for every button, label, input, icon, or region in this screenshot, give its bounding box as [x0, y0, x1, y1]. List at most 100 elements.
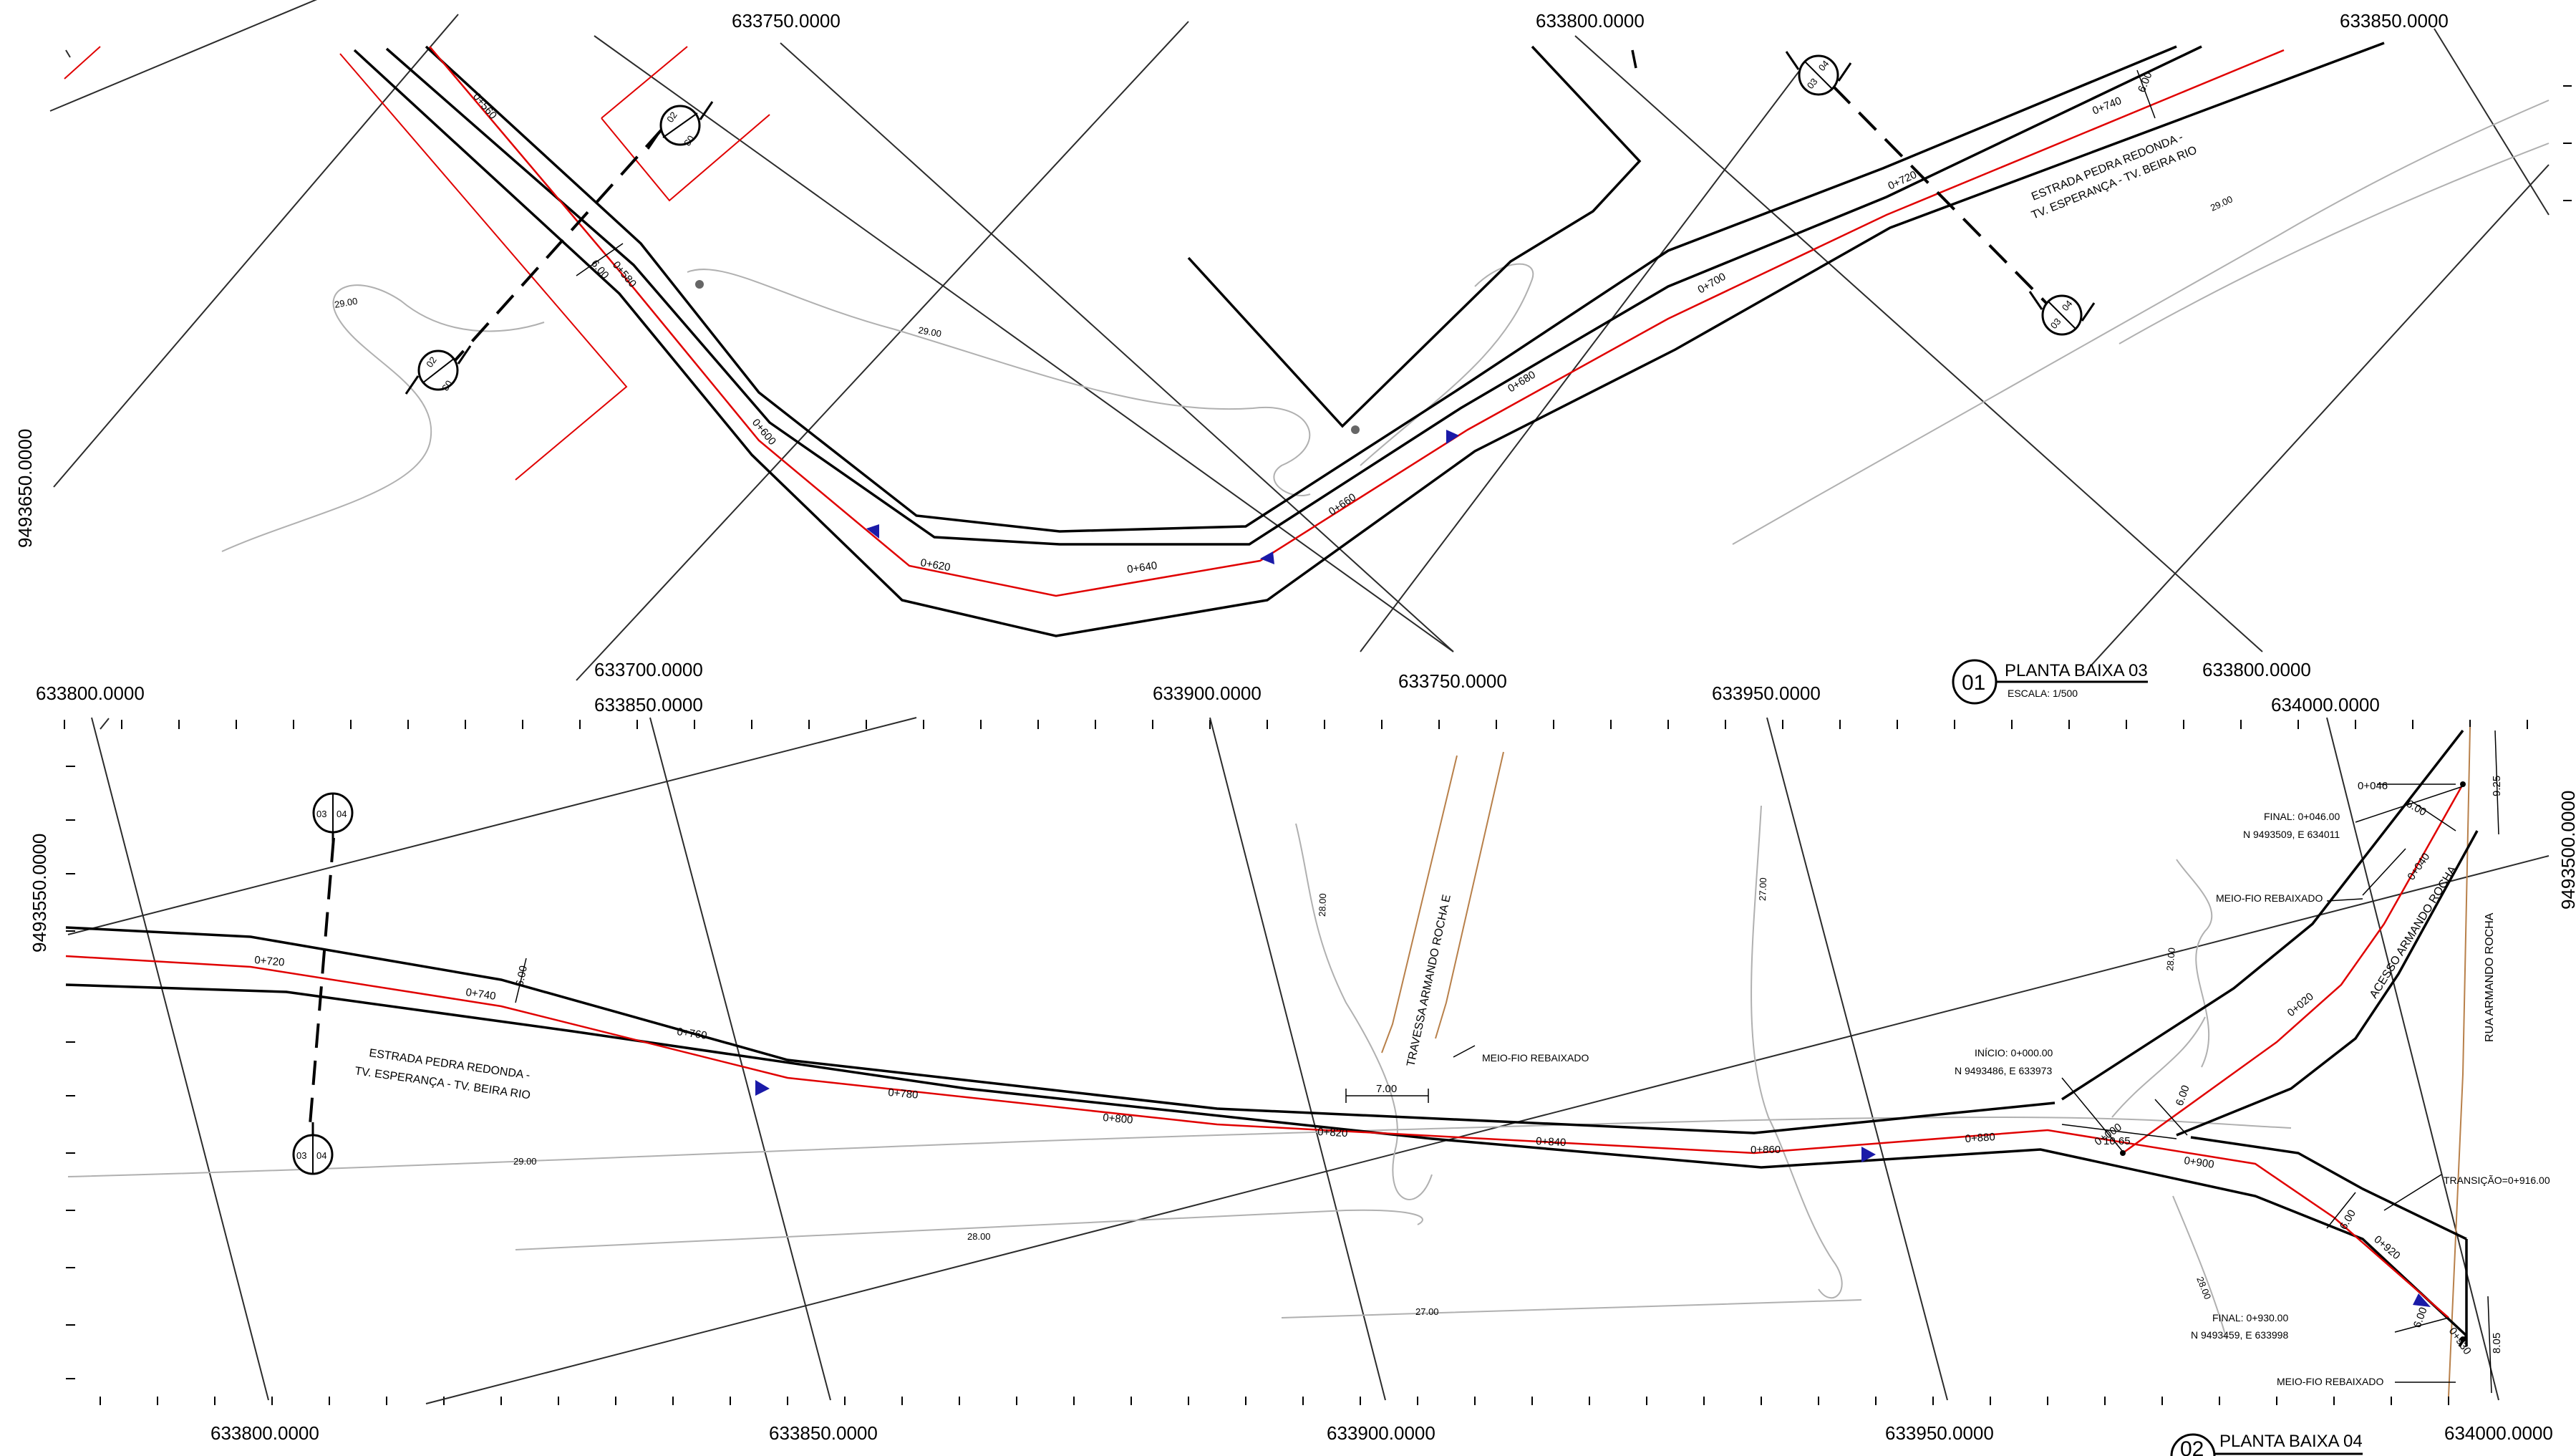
grid-coordinate: 633800.0000	[210, 1422, 319, 1444]
direction-arrow	[2413, 1293, 2431, 1307]
rua-name: RUA ARMANDO ROCHA	[2484, 912, 2496, 1042]
direction-arrow	[1861, 1147, 1876, 1162]
dimension-texts: 7.00 10.65 9.25 8.05 6.00 6.00 6.00 6.00…	[513, 776, 2503, 1354]
stations-02: 0+720 0+740 0+760 0+780 0+800 0+820 0+84…	[254, 780, 2474, 1357]
contour-label: 28.00	[2194, 1276, 2213, 1301]
station-label: 0+046	[2358, 780, 2388, 792]
station-label: 0+840	[1536, 1135, 1567, 1149]
road-edges-02	[65, 729, 2479, 1347]
dimension-value: 6.00	[2411, 1306, 2430, 1329]
grid-coordinate: 633950.0000	[1885, 1422, 1994, 1444]
section-number: 03	[316, 809, 326, 819]
dimension-value: 9.25	[2491, 776, 2503, 796]
contour-label: 28.00	[967, 1231, 991, 1242]
station-label: 0+800	[1103, 1112, 1133, 1127]
travessa-name: TRAVESSA ARMANDO ROCHA E	[1405, 894, 1453, 1068]
station-label: 0+900	[2183, 1154, 2214, 1171]
grid-coordinate: 633850.0000	[2340, 10, 2449, 32]
grid-coordinate: 633900.0000	[1153, 683, 1262, 704]
road-axis-02	[65, 784, 2464, 1318]
grid-coordinates-01: 633750.0000 633800.0000 633850.0000 9493…	[14, 10, 2449, 692]
grid-coordinate: 633700.0000	[594, 659, 703, 680]
contour-label: 29.00	[917, 324, 942, 339]
stations-01: 0+560 0+580 0+600 0+620 0+640 0+660 0+68…	[470, 69, 2156, 576]
transicao-note: TRANSIÇÃO=0+916.00	[2444, 1175, 2550, 1186]
direction-arrows-01	[866, 430, 1459, 564]
station-label: 0+920	[2371, 1233, 2402, 1262]
station-label: 0+760	[676, 1026, 707, 1042]
coordinate-grid-02	[67, 717, 2550, 1404]
contours-01: 29.00 29.00 29.00	[221, 100, 2550, 552]
grid-coordinate: 633750.0000	[732, 10, 841, 32]
direction-arrow	[1260, 551, 1274, 564]
lot-lines-01	[64, 46, 770, 481]
plan-title: PLANTA BAIXA 03	[2005, 661, 2148, 680]
section-line-02-03: 02 03 02 03	[405, 101, 714, 395]
station-label: 0+820	[1317, 1126, 1348, 1139]
grid-coordinate: 634000.0000	[2444, 1422, 2553, 1444]
plan-scale: ESCALA: 1/500	[2008, 688, 2078, 699]
building-outline	[1187, 45, 1642, 428]
station-label: 0+660	[1327, 491, 1358, 519]
section-number: 03	[440, 378, 455, 392]
final-note: FINAL: 0+930.00	[2212, 1312, 2288, 1324]
station-label: 0+740	[465, 986, 496, 1003]
station-label: 0+880	[1965, 1131, 1995, 1145]
contour-label: 28.00	[1317, 893, 1328, 917]
contour-label: 29.00	[513, 1156, 537, 1167]
plan-01: 29.00 29.00 29.00 0+560	[14, 0, 2550, 705]
section-line-03-04: 03 04 03 04	[1785, 51, 2096, 336]
road-axis-01	[429, 46, 2285, 597]
plan-02: 29.00 28.00 27.00 28.00 27.00 28.00 28.0…	[29, 683, 2576, 1456]
contour-label: 27.00	[1415, 1306, 1439, 1317]
tick-mark	[1631, 49, 1637, 69]
contour-label: 27.00	[1757, 877, 1768, 901]
grid-coordinate: 633800.0000	[2202, 659, 2311, 680]
travessa-lines	[1381, 726, 2471, 1397]
station-label: 0+640	[1126, 559, 1158, 576]
meio-fio-note: MEIO-FIO REBAIXADO	[1482, 1052, 1589, 1064]
coordinate-grid-01	[49, 0, 2550, 681]
meio-fio-note: MEIO-FIO REBAIXADO	[2216, 892, 2323, 904]
section-number: 04	[316, 1150, 326, 1161]
grid-coordinate: 633900.0000	[1327, 1422, 1435, 1444]
station-label: 0+020	[2285, 990, 2316, 1019]
dimension-value: 10.65	[2103, 1135, 2131, 1147]
frame-ticks	[64, 720, 2528, 1405]
final-note: FINAL: 0+046.00	[2264, 811, 2340, 822]
direction-arrow	[866, 524, 879, 539]
contours-02: 29.00 28.00 27.00 28.00 27.00 28.00 28.0…	[67, 805, 2292, 1340]
right-edge-marks	[2563, 85, 2572, 201]
control-point	[1351, 425, 1360, 434]
contour-label: 29.00	[2209, 193, 2234, 213]
inicio-note: INÍCIO: 0+000.00	[1975, 1047, 2053, 1059]
dimension-lines	[515, 730, 2499, 1394]
final-note: N 9493459, E 633998	[2191, 1329, 2288, 1341]
grid-coordinate: 9493500.0000	[2557, 791, 2576, 910]
station-label: 0+620	[919, 556, 951, 574]
plan-title: PLANTA BAIXA 04	[2219, 1432, 2363, 1451]
road-edges-01	[353, 42, 2385, 637]
grid-coordinate: 633950.0000	[1712, 683, 1821, 704]
grid-coordinate: 634000.0000	[2271, 694, 2380, 715]
direction-arrow	[1446, 430, 1459, 444]
title-block-01: 01 PLANTA BAIXA 03 ESCALA: 1/500	[1952, 659, 2148, 705]
direction-arrow	[755, 1080, 770, 1096]
station-label: 0+860	[1751, 1144, 1781, 1156]
station-label: 0+560	[470, 91, 499, 122]
inicio-note: N 9493486, E 633973	[1955, 1065, 2052, 1076]
station-label: 0+780	[888, 1086, 919, 1101]
dimension-value: 6.00	[513, 965, 530, 988]
section-number: 04	[336, 809, 347, 819]
title-block-02: 02 PLANTA BAIXA 04	[2170, 1432, 2363, 1456]
grid-coordinates-02: 633800.0000 633850.0000 633900.0000 6339…	[29, 683, 2576, 1444]
grid-coordinate: 633850.0000	[769, 1422, 878, 1444]
station-label: 0+720	[254, 954, 285, 969]
grid-coordinate: 9493650.0000	[14, 429, 36, 548]
grid-coordinate: 633800.0000	[36, 683, 145, 704]
dimension-value: 8.05	[2491, 1333, 2503, 1354]
station-label: 0+040	[2405, 851, 2432, 882]
grid-coordinate: 9493550.0000	[29, 834, 50, 953]
dimension-value: 6.00	[2404, 798, 2429, 819]
